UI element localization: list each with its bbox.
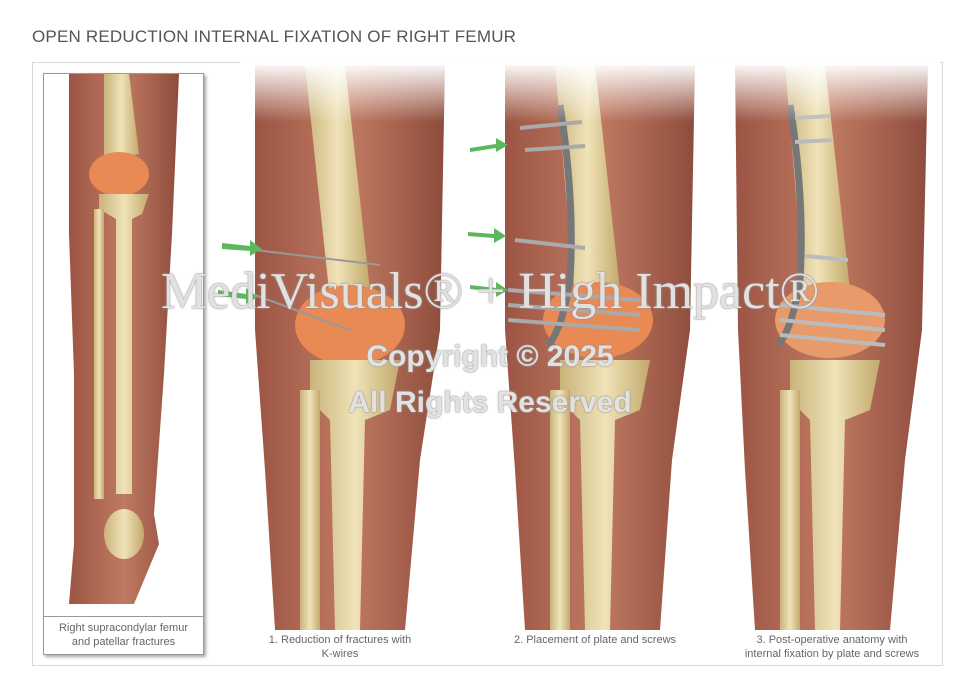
leg-panel-reduction <box>254 65 445 630</box>
caption-line: K-wires <box>321 648 359 660</box>
leg-fracture-art <box>69 74 179 604</box>
watermark-rights: All Rights Reserved <box>348 386 632 419</box>
caption-line: internal fixation by plate and screws <box>744 648 920 660</box>
caption-postop: 3. Post-operative anatomy with internal … <box>722 633 942 661</box>
caption-plate: 2. Placement of plate and screws <box>490 633 700 647</box>
caption-line: 3. Post-operative anatomy with <box>756 634 908 646</box>
caption-line: Right supracondylar femur <box>58 622 188 634</box>
panel-fracture: Right supracondylar femur and patellar f… <box>43 73 204 655</box>
leg-panel-plate <box>505 65 695 630</box>
caption-reduction: 1. Reduction of fractures with K-wires <box>235 633 445 661</box>
caption-fracture: Right supracondylar femur and patellar f… <box>44 616 203 654</box>
arrow-icons <box>218 138 508 304</box>
caption-line: and patellar fractures <box>71 636 176 648</box>
leg-panel-postop <box>735 65 928 630</box>
page-title: OPEN REDUCTION INTERNAL FIXATION OF RIGH… <box>32 27 517 46</box>
caption-line: 1. Reduction of fractures with <box>268 634 412 646</box>
watermark-copyright: Copyright © 2025 <box>366 340 614 373</box>
caption-line: 2. Placement of plate and screws <box>513 634 677 646</box>
watermark-brand: MediVisuals® + High Impact® <box>160 263 820 320</box>
